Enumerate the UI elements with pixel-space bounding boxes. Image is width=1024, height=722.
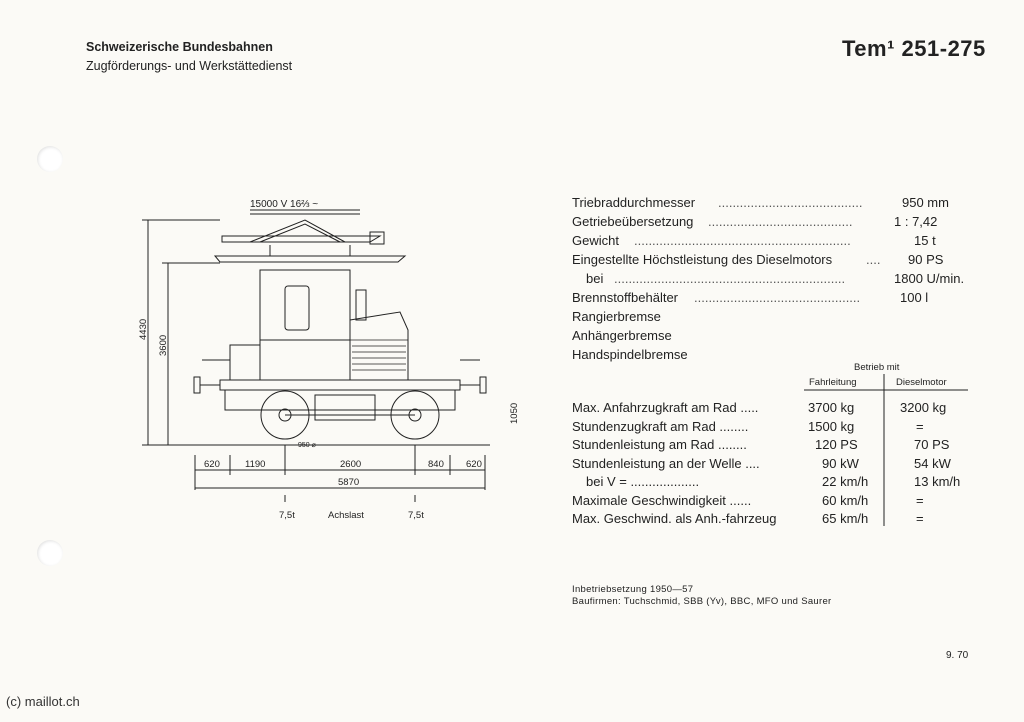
perf-row-value-1: 90 kW — [822, 456, 859, 471]
document-title: Tem¹ 251-275 — [842, 36, 986, 61]
punch-hole-top — [37, 146, 63, 172]
brake-item: Rangierbremse — [572, 309, 661, 324]
spec-value: 1800 U/min. — [894, 271, 965, 286]
spec-row: Eingestellte Höchstleistung des Dieselmo… — [572, 252, 944, 267]
spec-value: 950 mm — [902, 195, 949, 210]
spec-label: Triebraddurchmesser — [572, 195, 696, 210]
perf-row-value-2: 3200 kg — [900, 400, 947, 415]
perf-row-value-1: 1500 kg — [808, 419, 855, 434]
perf-row-value-2: 54 kW — [914, 456, 951, 471]
spec-label: bei — [586, 271, 604, 286]
dim-height-3600: 3600 — [158, 334, 169, 356]
spec-label: Getriebeübersetzung — [572, 214, 694, 229]
document-date: 9. 70 — [946, 650, 969, 661]
perf-row-label: Stundenleistung an der Welle .... — [572, 456, 760, 471]
perf-col-header-1: Fahrleitung — [809, 377, 857, 388]
perf-col-header-2: Dieselmotor — [896, 377, 947, 388]
dim-total-length: 5870 — [338, 477, 360, 488]
spec-row: Gewicht ................................… — [572, 233, 936, 248]
perf-row-value-1: 3700 kg — [808, 400, 855, 415]
perf-row-label: Maximale Geschwindigkeit ...... — [572, 493, 752, 508]
dim-wheel-diameter: 950 ⌀ — [298, 442, 316, 449]
spec-label: Eingestellte Höchstleistung des Dieselmo… — [572, 252, 833, 267]
dim-bottom-1: 620 — [204, 459, 220, 470]
locomotive-diagram — [142, 209, 490, 502]
spec-label: Brennstoffbehälter — [572, 290, 678, 305]
axle-load-right: 7,5t — [408, 510, 424, 521]
brake-item: Handspindelbremse — [572, 347, 688, 362]
spec-row: Brennstoffbehälter .....................… — [572, 290, 929, 305]
perf-row-value-2: = — [916, 419, 924, 434]
spec-row: bei ....................................… — [572, 271, 964, 286]
dim-height-4430: 4430 — [138, 318, 149, 340]
axle-load-label: Achslast — [328, 510, 364, 521]
perf-row-value-1: 65 km/h — [822, 511, 869, 526]
brake-item: Anhängerbremse — [572, 328, 672, 343]
perf-row-value-2: 70 PS — [914, 437, 950, 452]
perf-row-label: Stundenleistung am Rad ........ — [572, 437, 747, 452]
department-name: Zugförderungs- und Werkstättedienst — [86, 59, 293, 73]
axle-load-left: 7,5t — [279, 510, 295, 521]
spec-value: 90 PS — [908, 252, 944, 267]
spec-label: Gewicht — [572, 233, 619, 248]
commissioning-note: Inbetriebsetzung 1950—57 — [572, 584, 694, 595]
spec-value: 15 t — [914, 233, 936, 248]
copyright-watermark: (c) maillot.ch — [6, 694, 80, 709]
perf-row-label: Stundenzugkraft am Rad ........ — [572, 419, 749, 434]
perf-row-label: Max. Geschwind. als Anh.-fahrzeug — [572, 511, 777, 526]
voltage-label: 15000 V 16⅔ ~ — [250, 199, 319, 210]
manufacturers-note: Baufirmen: Tuchschmid, SBB (Yv), BBC, MF… — [572, 596, 832, 607]
perf-table-lines — [804, 374, 968, 526]
perf-row-value-1: 22 km/h — [822, 474, 869, 489]
spec-row: Getriebeübersetzung ....................… — [572, 214, 938, 229]
spec-value: 1 : 7,42 — [894, 214, 938, 229]
dim-bottom-2: 1190 — [245, 459, 266, 470]
perf-group-header: Betrieb mit — [854, 362, 900, 373]
organization-name: Schweizerische Bundesbahnen — [86, 40, 273, 54]
perf-row-value-2: = — [916, 493, 924, 508]
perf-row-value-1: 60 km/h — [822, 493, 869, 508]
perf-row-label: Max. Anfahrzugkraft am Rad ..... — [572, 400, 759, 415]
spec-value: 100 l — [900, 290, 929, 305]
perf-row-value-1: 120 PS — [815, 437, 858, 452]
dim-bottom-3: 2600 — [340, 459, 362, 470]
punch-hole-bottom — [37, 540, 63, 566]
perf-row-value-2: 13 km/h — [914, 474, 961, 489]
dim-height-1050: 1050 — [509, 402, 520, 424]
dim-bottom-5: 620 — [466, 459, 482, 470]
perf-row-value-2: = — [916, 511, 924, 526]
perf-row-label: bei V = ................... — [586, 474, 700, 489]
dim-bottom-4: 840 — [428, 459, 444, 470]
spec-row: Triebraddurchmesser ....................… — [572, 195, 949, 210]
